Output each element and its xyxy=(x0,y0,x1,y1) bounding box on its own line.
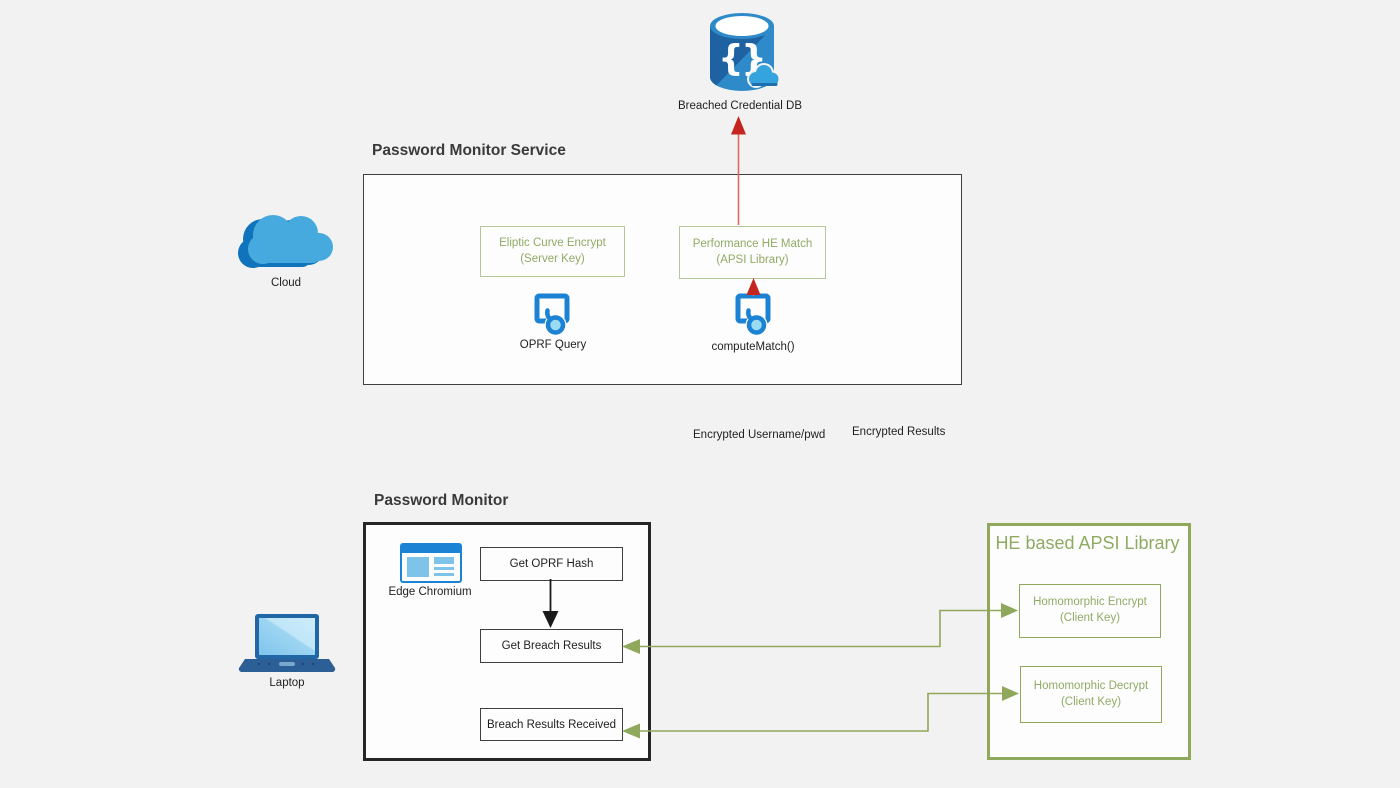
laptop-icon xyxy=(238,614,336,673)
node-label-line2: (Client Key) xyxy=(1060,695,1122,708)
step-label: Breach Results Received xyxy=(486,718,617,731)
node-homomorphic-decrypt: Homomorphic Decrypt (Client Key) xyxy=(1020,666,1162,723)
flow-label-encrypted-username: Encrypted Username/pwd xyxy=(693,429,826,441)
service-title: Password Monitor Service xyxy=(372,142,566,159)
laptop-label: Laptop xyxy=(269,677,305,689)
api-label-oprf-query: OPRF Query xyxy=(519,339,587,351)
node-label-line2: (Client Key) xyxy=(1059,612,1121,624)
browser-label: Edge Chromium xyxy=(388,586,472,598)
arrow-breach-encrypt xyxy=(640,609,1001,648)
node-label-line1: Homomorphic Encrypt xyxy=(1033,596,1147,609)
node-eliptic-curve-encrypt: Eliptic Curve Encrypt (Server Key) xyxy=(480,226,625,277)
cloud-icon xyxy=(238,215,333,268)
node-label-line2: (Server Key) xyxy=(520,252,585,265)
browser-window-icon xyxy=(400,543,462,583)
step-get-oprf-hash: Get OPRF Hash xyxy=(480,547,623,581)
service-box xyxy=(363,174,962,385)
cloud-label: Cloud xyxy=(270,277,302,289)
node-label-line1: Eliptic Curve Encrypt xyxy=(499,236,606,249)
node-performance-he-match: Performance HE Match (APSI Library) xyxy=(679,226,826,279)
step-label: Get Breach Results xyxy=(501,640,602,652)
api-window-icon xyxy=(735,293,771,336)
svg-text:{: { xyxy=(718,38,744,79)
arrow-received-decrypt xyxy=(640,692,1002,732)
step-get-breach-results: Get Breach Results xyxy=(480,629,623,663)
step-label: Get OPRF Hash xyxy=(509,558,594,570)
node-label-line1: Homomorphic Decrypt xyxy=(1033,679,1149,692)
flow-label-encrypted-results: Encrypted Results xyxy=(852,426,946,438)
node-label-line2: (APSI Library) xyxy=(716,253,789,266)
api-window-icon xyxy=(534,293,570,336)
database-cloud-icon: { } xyxy=(710,13,779,91)
node-homomorphic-encrypt: Homomorphic Encrypt (Client Key) xyxy=(1019,584,1161,638)
db-label: Breached Credential DB xyxy=(677,100,802,112)
api-label-compute-match: computeMatch() xyxy=(711,341,795,353)
apsi-library-title: HE based APSI Library xyxy=(995,533,1180,553)
step-breach-results-received: Breach Results Received xyxy=(480,708,623,741)
node-label-line1: Performance HE Match xyxy=(692,237,813,250)
client-title: Password Monitor xyxy=(374,492,509,509)
apsi-library-box xyxy=(987,523,1191,760)
